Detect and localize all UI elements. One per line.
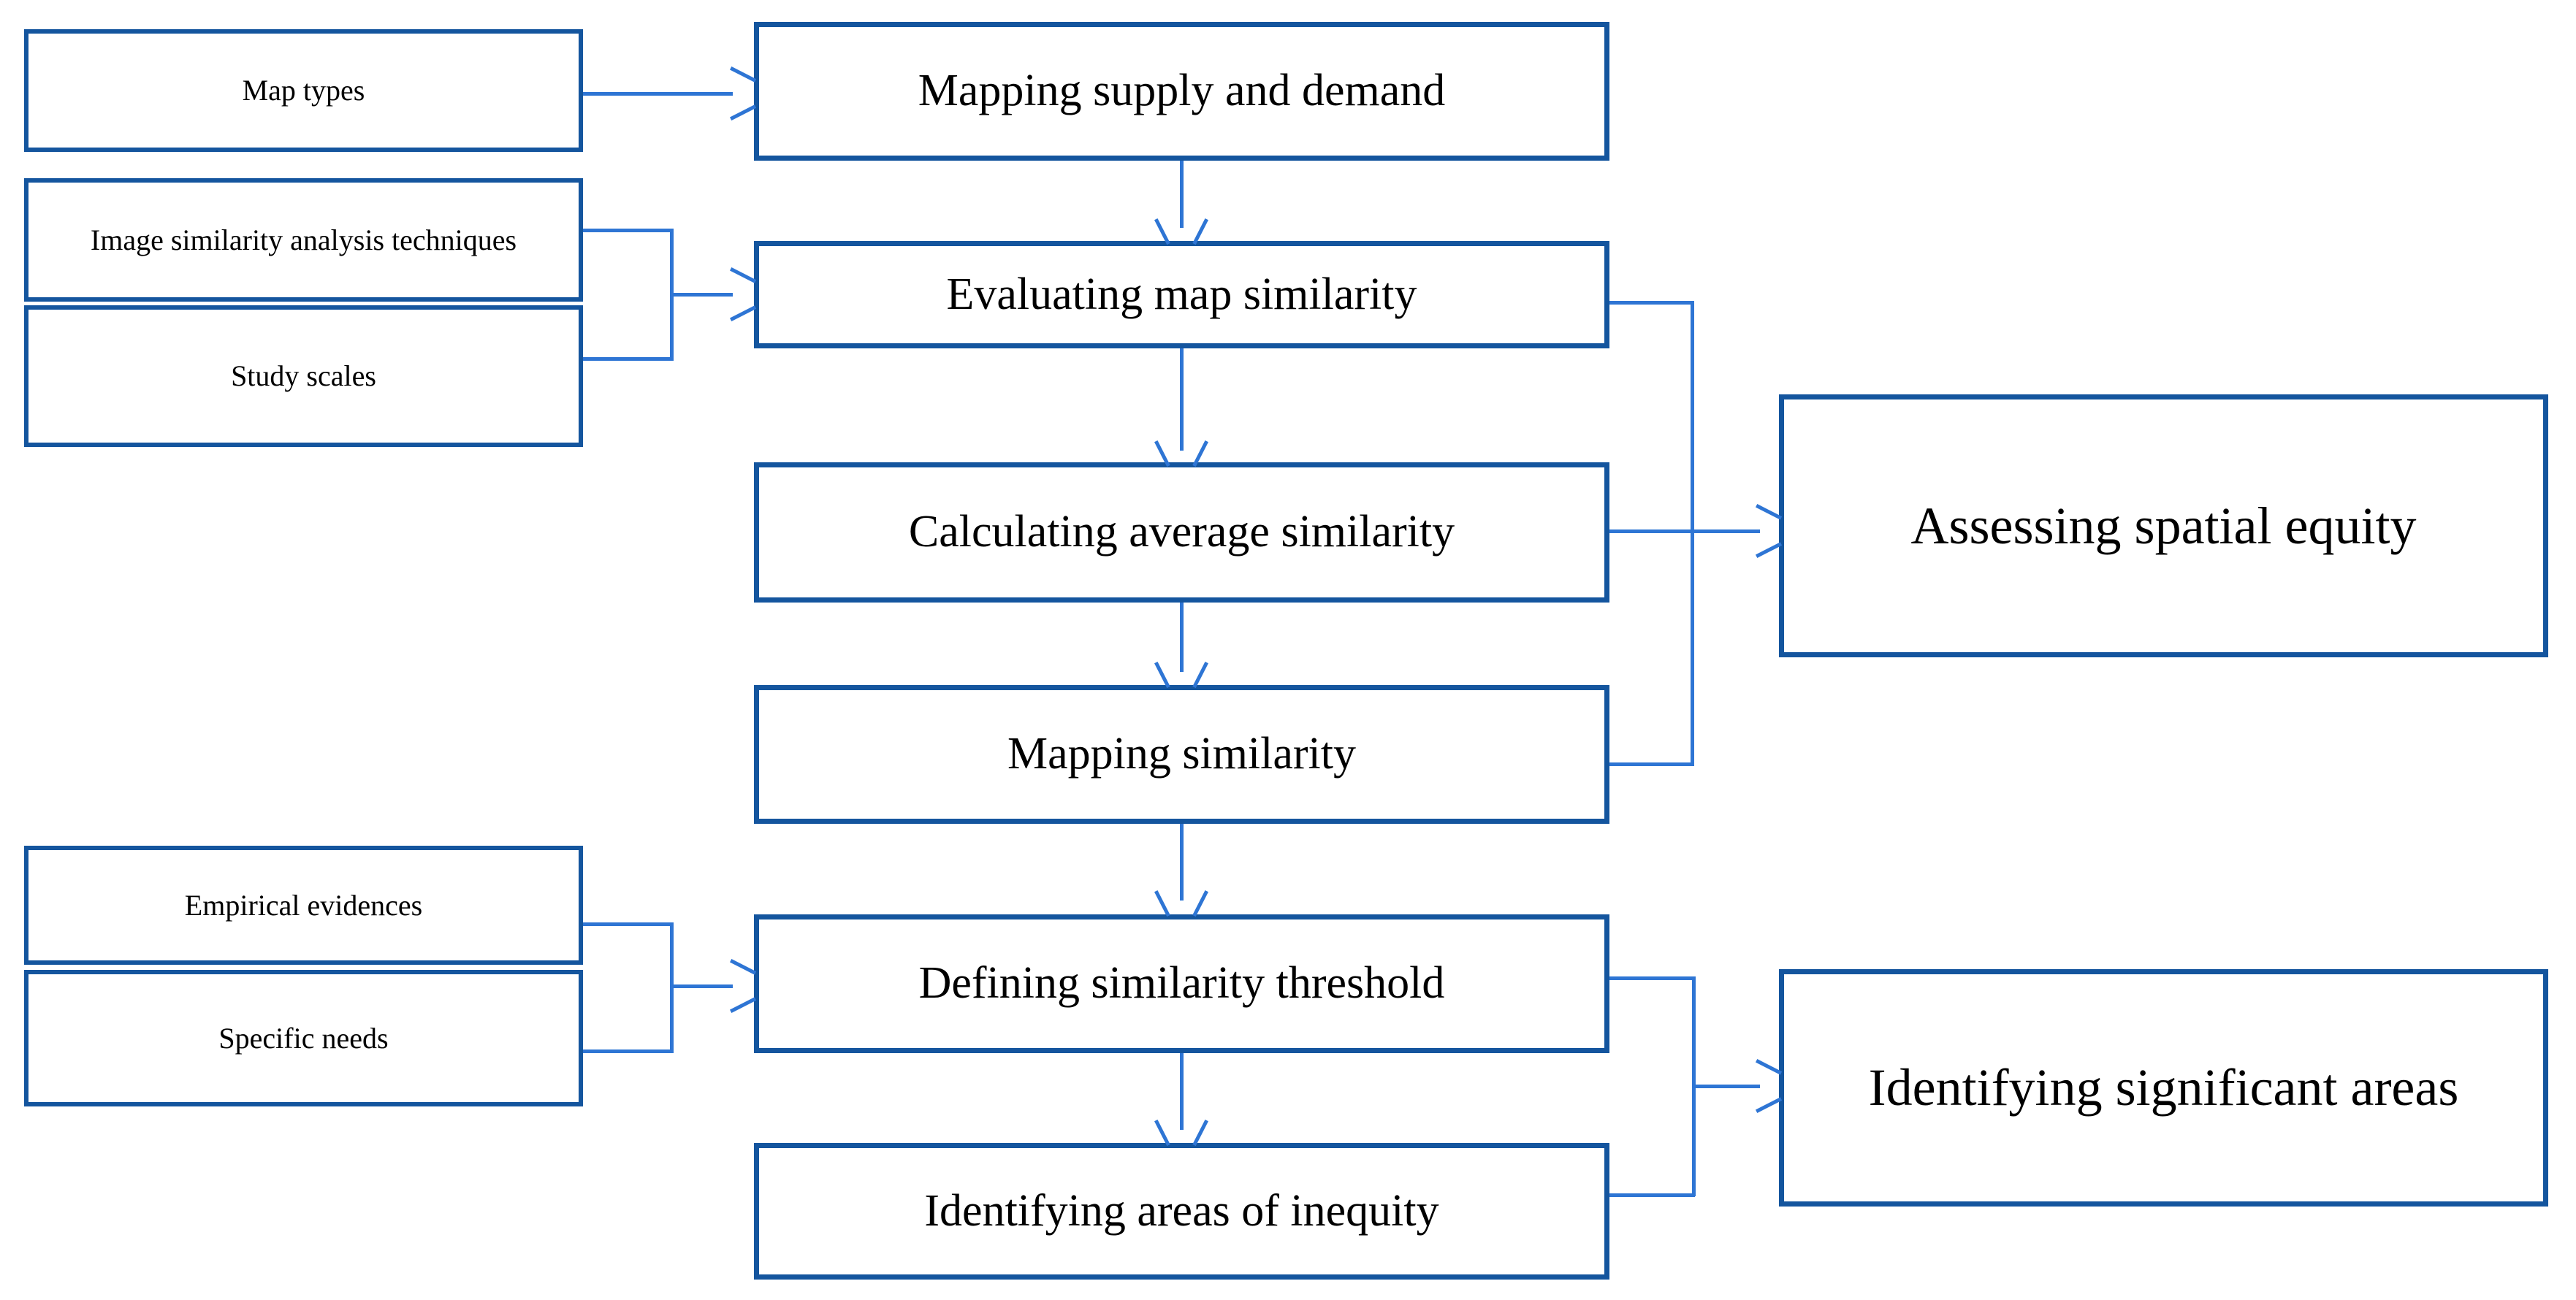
- connector-mapping-similarity-right-stub: [1609, 762, 1693, 766]
- connector-bracket-to-assessing-spatial-equity: [1691, 529, 1760, 533]
- node-identifying-areas-of-inequity[interactable]: Identifying areas of inequity: [754, 1143, 1609, 1280]
- node-label: Image similarity analysis techniques: [90, 223, 517, 256]
- connector-mapping-similarity-to-defining-threshold: [1180, 824, 1184, 901]
- node-label: Defining similarity threshold: [918, 958, 1445, 1009]
- node-identifying-significant-areas[interactable]: Identifying significant areas: [1779, 969, 2548, 1207]
- node-study-scales[interactable]: Study scales: [24, 305, 583, 447]
- arrowhead-down-mapping-similarity: [1154, 659, 1208, 689]
- node-specific-needs[interactable]: Specific needs: [24, 970, 583, 1106]
- connector-evaluating-right-stub: [1609, 301, 1693, 305]
- node-calculating-average-similarity[interactable]: Calculating average similarity: [754, 462, 1609, 603]
- arrowhead-right-evaluating-map-similarity: [728, 267, 757, 321]
- connector-image-similarity-stub: [583, 229, 672, 232]
- node-label: Specific needs: [218, 1021, 389, 1055]
- node-empirical-evidences[interactable]: Empirical evidences: [24, 846, 583, 965]
- connector-upper-outcome-bracket-vertical: [1691, 301, 1694, 766]
- node-label: Identifying areas of inequity: [924, 1185, 1439, 1236]
- node-label: Assessing spatial equity: [1910, 496, 2417, 555]
- arrowhead-down-calculating: [1154, 438, 1208, 467]
- node-map-types[interactable]: Map types: [24, 29, 583, 152]
- connector-specific-needs-stub: [583, 1049, 672, 1053]
- node-assessing-spatial-equity[interactable]: Assessing spatial equity: [1779, 394, 2548, 657]
- connector-bracket-to-identifying-significant-areas: [1692, 1085, 1760, 1088]
- node-label: Identifying significant areas: [1868, 1058, 2459, 1117]
- arrowhead-right-defining-threshold-from-inputs: [728, 959, 757, 1013]
- connector-study-scales-stub: [583, 357, 672, 361]
- node-defining-similarity-threshold[interactable]: Defining similarity threshold: [754, 914, 1609, 1053]
- node-mapping-supply-and-demand[interactable]: Mapping supply and demand: [754, 22, 1609, 161]
- node-label: Study scales: [231, 359, 376, 393]
- connector-supply-to-evaluating: [1180, 161, 1184, 228]
- node-evaluating-map-similarity[interactable]: Evaluating map similarity: [754, 241, 1609, 348]
- arrowhead-down-defining-threshold: [1154, 888, 1208, 917]
- arrowhead-right-mapping-supply: [728, 66, 757, 121]
- connector-empirical-evidences-stub: [583, 922, 672, 926]
- node-mapping-similarity[interactable]: Mapping similarity: [754, 685, 1609, 824]
- connector-map-types-to-mapping-supply: [583, 92, 733, 96]
- arrowhead-down-identifying-inequity: [1154, 1117, 1208, 1147]
- connector-identifying-inequity-right-stub: [1609, 1193, 1695, 1197]
- node-label: Map types: [242, 74, 365, 107]
- node-label: Mapping supply and demand: [918, 66, 1446, 116]
- node-image-similarity-analysis-techniques[interactable]: Image similarity analysis techniques: [24, 178, 583, 302]
- node-label: Empirical evidences: [184, 888, 423, 922]
- arrowhead-right-assessing-spatial-equity: [1753, 504, 1783, 558]
- node-label: Mapping similarity: [1007, 729, 1357, 779]
- arrowhead-right-identifying-significant-areas: [1753, 1059, 1783, 1113]
- node-label: Evaluating map similarity: [946, 269, 1417, 319]
- connector-bottom-inputs-to-defining-threshold: [670, 984, 733, 988]
- connector-top-inputs-to-evaluating: [670, 293, 733, 297]
- connector-calculating-to-mapping-similarity: [1180, 603, 1184, 672]
- connector-calculating-right-stub: [1609, 529, 1693, 533]
- connector-evaluating-to-calculating: [1180, 348, 1184, 451]
- arrowhead-down-evaluating: [1154, 216, 1208, 245]
- node-label: Calculating average similarity: [908, 507, 1455, 557]
- connector-defining-threshold-to-identifying-inequity: [1180, 1053, 1184, 1130]
- connector-defining-threshold-right-stub: [1609, 976, 1695, 980]
